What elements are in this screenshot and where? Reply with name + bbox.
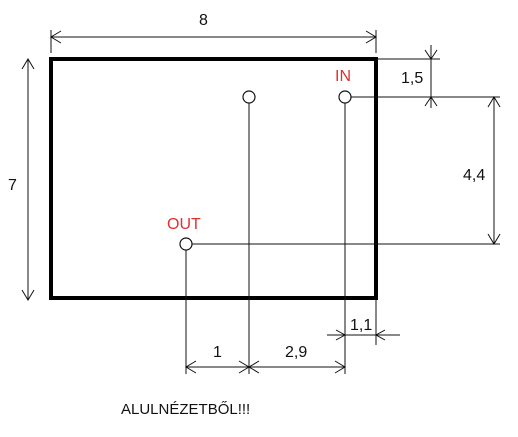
width-label: 8	[199, 12, 208, 29]
box-outline	[49, 57, 378, 300]
middle-to-in-label: 2,9	[285, 344, 307, 361]
height-dimension: 7	[8, 58, 35, 301]
in-hole	[338, 90, 352, 104]
in-offset-label: 1,5	[401, 70, 423, 87]
in-offset-dimension: 1,5	[376, 45, 440, 108]
edge-offset-dimension: 1,1	[327, 300, 400, 345]
out-hole	[179, 237, 193, 251]
width-dimension: 8	[50, 12, 377, 53]
in-out-vertical-label: 4,4	[463, 167, 485, 184]
view-caption: ALULNÉZETBŐL!!!	[121, 401, 250, 418]
in-label: IN	[335, 68, 351, 85]
out-to-middle-label: 1	[213, 344, 222, 361]
height-label: 7	[8, 177, 17, 194]
out-label: OUT	[167, 216, 201, 233]
bottom-chain-dimension: 1 2,9	[185, 344, 346, 374]
edge-offset-label: 1,1	[350, 317, 372, 334]
in-out-vertical-dimension: 4,4	[463, 96, 501, 245]
middle-hole	[242, 90, 256, 104]
